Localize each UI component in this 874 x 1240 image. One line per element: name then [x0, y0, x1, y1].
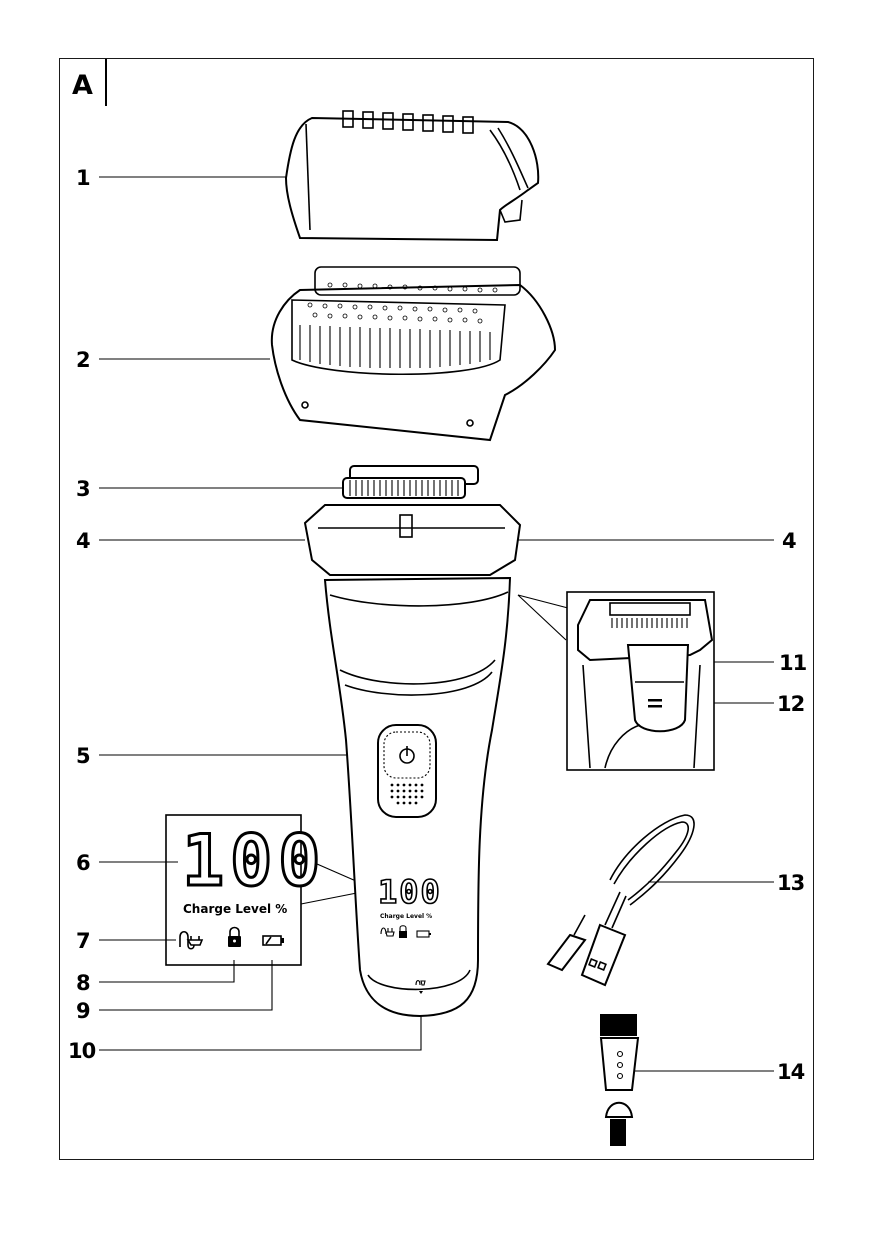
callout-line-9 — [99, 960, 273, 1011]
body-display-icons — [380, 925, 431, 994]
figure-letter: A — [72, 70, 93, 101]
frame-slots — [299, 325, 491, 368]
cap-vents — [342, 110, 474, 134]
callout-number-11: 11 — [779, 651, 807, 675]
display-detail-box — [165, 814, 302, 966]
callout-line-10 — [99, 1016, 422, 1051]
usb-a-connector — [580, 923, 627, 987]
callout-number-2: 2 — [76, 348, 91, 372]
figure-frame — [59, 58, 814, 1160]
callout-number-1: 1 — [76, 166, 91, 190]
plug-icon-small — [380, 927, 395, 937]
usb-cable — [546, 814, 695, 987]
trimmer-slide — [626, 644, 690, 733]
trimmer-detail-box — [566, 591, 715, 771]
charge-level-caption-small: Charge Level % — [380, 913, 433, 920]
grip-dots — [390, 783, 424, 805]
callout-number-6: 6 — [76, 851, 91, 875]
lock-icon-small — [399, 931, 407, 938]
socket-plug-icon — [415, 979, 426, 986]
callout-number-5: 5 — [76, 744, 91, 768]
cutter-blocks — [342, 465, 479, 499]
callout-number-7: 7 — [76, 929, 91, 953]
shaving-head-frame — [270, 266, 557, 442]
figure-letter-divider — [105, 59, 107, 106]
lock-icon — [228, 926, 241, 947]
protective-cap — [284, 110, 540, 242]
charge-level-readout-small: 100 — [377, 873, 442, 911]
battery-icon — [262, 935, 284, 946]
callout-number-10: 10 — [68, 1039, 96, 1063]
foil-holes — [307, 282, 498, 324]
callout-number-4-right: 4 — [782, 529, 797, 553]
callout-number-4-left: 4 — [76, 529, 91, 553]
callout-number-8: 8 — [76, 971, 91, 995]
shaver-head-base — [303, 504, 522, 576]
callout-number-9: 9 — [76, 999, 91, 1023]
trimmer-pointer-bottom — [517, 594, 567, 641]
power-button — [377, 724, 437, 818]
cleaning-brush — [599, 1014, 640, 1146]
charge-level-caption-large: Charge Level % — [183, 902, 288, 916]
callout-line-8 — [99, 960, 235, 983]
callout-lines — [99, 176, 774, 1072]
callout-number-13: 13 — [777, 871, 805, 895]
plug-icon — [179, 930, 204, 950]
micro-usb-connector — [546, 933, 587, 972]
charge-level-readout-large: 100 — [180, 820, 327, 902]
callout-number-14: 14 — [777, 1060, 805, 1084]
callout-number-3: 3 — [76, 477, 91, 501]
callout-number-12: 12 — [777, 692, 805, 716]
trimmer-pointer-top — [517, 594, 569, 609]
